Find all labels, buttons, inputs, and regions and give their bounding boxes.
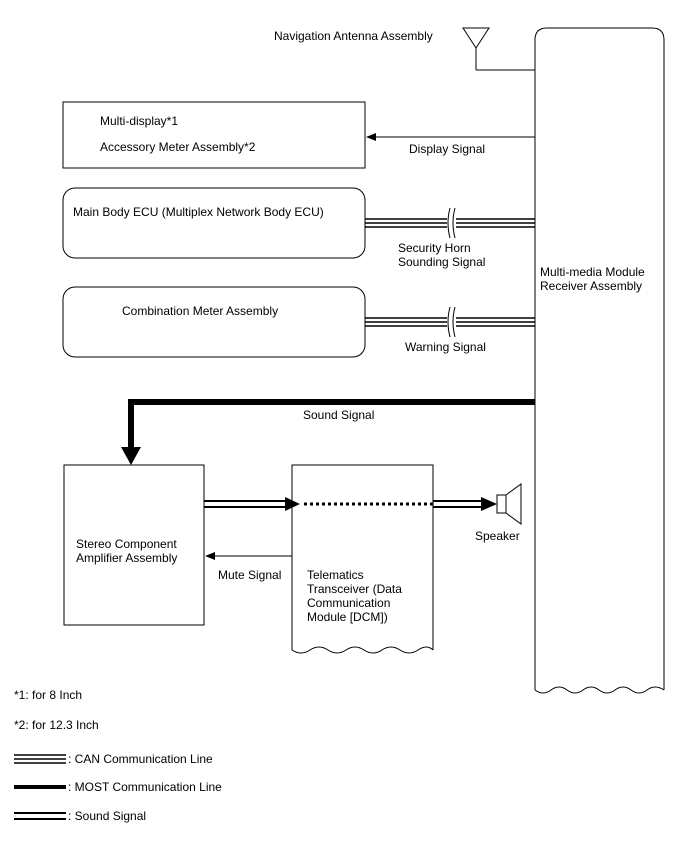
sound-signal-line-1 (204, 497, 300, 511)
main-body-ecu-label: Main Body ECU (Multiplex Network Body EC… (73, 205, 324, 219)
note-1: *1: for 8 Inch (14, 688, 83, 702)
sound-signal-line-2 (433, 497, 497, 511)
combination-meter-box (62, 286, 366, 358)
warning-signal-label: Warning Signal (405, 340, 486, 354)
legend-can-sample (14, 754, 66, 764)
accessory-meter-label: Accessory Meter Assembly*2 (100, 140, 256, 154)
legend-can-label: : CAN Communication Line (68, 752, 213, 766)
sound-signal-label: Sound Signal (303, 408, 375, 422)
mute-signal-label: Mute Signal (218, 568, 282, 582)
legend-sound-sample (14, 812, 66, 820)
note-2: *2: for 12.3 Inch (14, 718, 99, 732)
speaker-label: Speaker (475, 529, 520, 543)
most-sound-line (121, 399, 535, 465)
combination-meter-can-line (365, 306, 535, 338)
security-horn-signal-label: Security Horn Sounding Signal (398, 241, 486, 269)
main-body-can-line (365, 207, 535, 239)
display-signal-label: Display Signal (409, 142, 486, 156)
receiver-label: Multi-media Module Receiver Assembly (540, 265, 645, 293)
combination-meter-label: Combination Meter Assembly (122, 304, 279, 318)
antenna-icon (462, 27, 535, 71)
amplifier-box (63, 464, 205, 626)
receiver-box (534, 27, 665, 690)
telematics-label: Telematics Transceiver (Data Communicati… (307, 568, 402, 624)
legend-most-label: : MOST Communication Line (68, 780, 222, 794)
receiver-box-break (534, 686, 665, 694)
multi-display-label: Multi-display*1 (100, 114, 179, 128)
legend-sound-label: : Sound Signal (68, 809, 147, 823)
multi-display-box (62, 101, 366, 169)
speaker-icon (496, 483, 522, 525)
main-body-ecu-box (62, 187, 366, 259)
antenna-label: Navigation Antenna Assembly (274, 29, 433, 43)
telematics-box-break (291, 646, 434, 654)
amplifier-label: Stereo Component Amplifier Assembly (76, 537, 178, 565)
telematics-box (291, 464, 434, 650)
